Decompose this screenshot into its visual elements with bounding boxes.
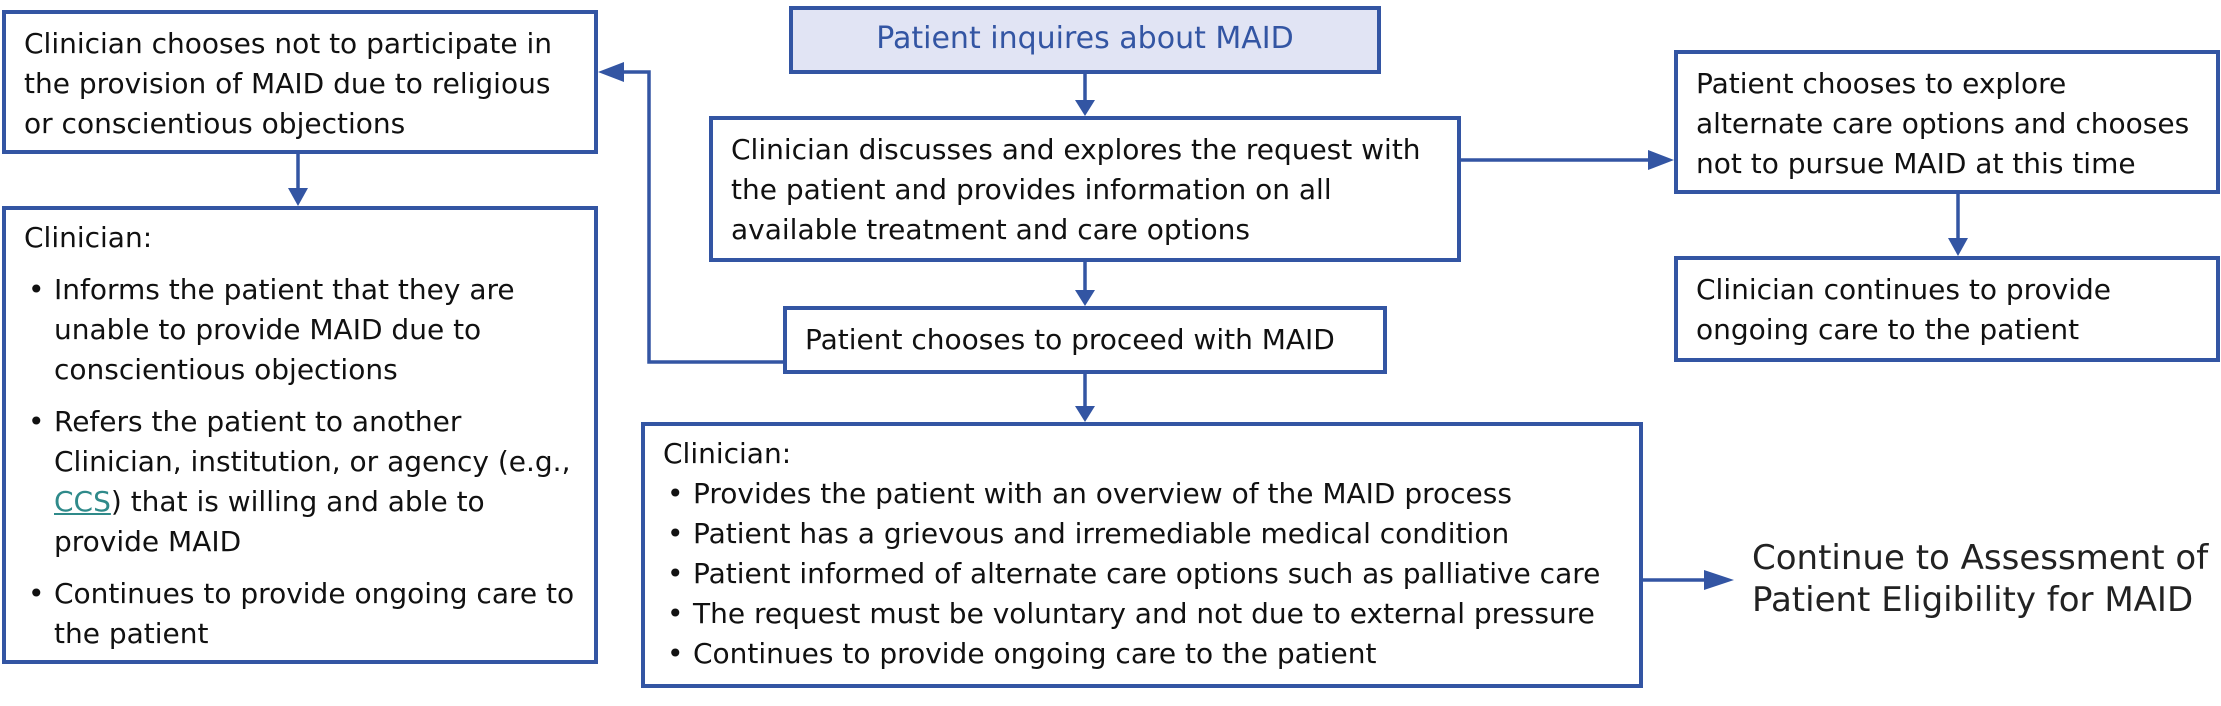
node-clinician-objection: Clinician chooses not to participate in … — [2, 10, 598, 154]
node-clinician-options: Clinician: Informs the patient that they… — [2, 206, 598, 664]
clinician-options-list: Informs the patient that they are unable… — [24, 270, 576, 654]
ccs-link[interactable]: CCS — [54, 485, 111, 518]
list-item-text: Informs the patient that they are unable… — [54, 273, 515, 386]
list-item: Continues to provide ongoing care to the… — [663, 634, 1621, 674]
node-ongoing-care: Clinician continues to provide ongoing c… — [1674, 256, 2220, 362]
list-item-text: Continues to provide ongoing care to the… — [54, 577, 575, 650]
clinician-process-list: Provides the patient with an overview of… — [663, 474, 1621, 674]
list-item: Patient has a grievous and irremediable … — [663, 514, 1621, 554]
list-item: Patient informed of alternate care optio… — [663, 554, 1621, 594]
list-item: Provides the patient with an overview of… — [663, 474, 1621, 514]
arrow-proceed-to-objection — [614, 70, 783, 364]
node-clinician-process: Clinician: Provides the patient with an … — [641, 422, 1643, 688]
node-clinician-process-heading: Clinician: — [663, 437, 792, 470]
node-patient-proceeds: Patient chooses to proceed with MAID — [783, 306, 1387, 374]
arrowhead — [1075, 100, 1095, 116]
node-clinician-objection-label: Clinician chooses not to participate in … — [24, 27, 553, 140]
arrowhead — [1075, 290, 1095, 306]
node-ongoing-care-label: Clinician continues to provide ongoing c… — [1696, 273, 2112, 346]
arrowhead — [1948, 238, 1968, 256]
list-item: Continues to provide ongoing care to the… — [24, 574, 576, 654]
node-patient-alternate: Patient chooses to explore alternate car… — [1674, 50, 2220, 194]
node-patient-proceeds-label: Patient chooses to proceed with MAID — [805, 323, 1335, 356]
arrowhead — [288, 188, 308, 206]
node-clinician-discusses-label: Clinician discusses and explores the req… — [731, 133, 1421, 246]
arrowhead — [1704, 570, 1734, 590]
arrowhead — [1075, 406, 1095, 422]
node-patient-inquiry: Patient inquires about MAID — [789, 6, 1381, 74]
arrowhead — [1648, 150, 1674, 170]
arrowhead — [598, 62, 624, 82]
continue-assessment-text: Continue to Assessment of Patient Eligib… — [1752, 538, 2209, 620]
node-patient-inquiry-label: Patient inquires about MAID — [876, 21, 1294, 56]
list-item-text: Refers the patient to another Clinician,… — [54, 405, 571, 478]
list-item-text: ) that is willing and able to provide MA… — [54, 485, 485, 558]
list-item: Refers the patient to another Clinician,… — [24, 402, 576, 562]
list-item: Informs the patient that they are unable… — [24, 270, 576, 390]
node-clinician-discusses: Clinician discusses and explores the req… — [709, 116, 1461, 262]
list-item: The request must be voluntary and not du… — [663, 594, 1621, 634]
node-patient-alternate-label: Patient chooses to explore alternate car… — [1696, 67, 2190, 180]
node-clinician-options-heading: Clinician: — [24, 221, 153, 254]
